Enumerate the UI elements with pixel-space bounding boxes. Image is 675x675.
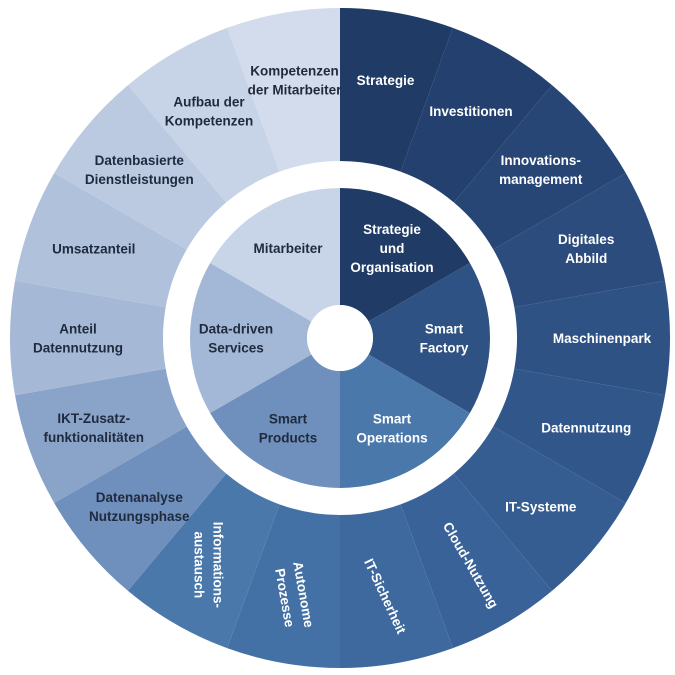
outer-segment-label-line: Informations- (211, 522, 226, 608)
outer-segment-label: Strategie (357, 73, 415, 88)
outer-segment (9, 280, 166, 396)
inner-segment-label-line: Smart (425, 322, 464, 337)
outer-segment-label-line: Investitionen (429, 104, 512, 119)
inner-segment-label-line: Data-driven (199, 322, 273, 337)
outer-segment (453, 85, 626, 250)
outer-segment-label-line: Maschinenpark (553, 331, 652, 346)
outer-segment-label: Kompetenzen der Mitarbeiter (248, 63, 343, 97)
outer-segment (15, 173, 187, 308)
outer-segment-label-line: Strategie (357, 73, 415, 88)
outer-segment (54, 85, 227, 250)
outer-segment-label-line: IKT-Zusatz- (57, 411, 130, 426)
outer-segment-label-line: Aufbau der (173, 95, 245, 110)
outer-segment (340, 8, 453, 172)
inner-segment-label-line: und (380, 241, 405, 256)
inner-segment-label: Mitarbeiter (253, 241, 323, 256)
outer-segment (453, 426, 626, 591)
inner-segment (340, 188, 470, 322)
outer-segment-label-line: Abbild (565, 251, 607, 266)
outer-segment-label: Maschinenpark (553, 331, 652, 346)
outer-segment-label: Innovations-management (499, 153, 583, 187)
inner-segment (368, 263, 490, 413)
outer-segment-label-line: Datenanalyse (96, 490, 184, 505)
inner-segment (210, 354, 340, 488)
inner-segment-label-line: Operations (356, 431, 427, 446)
inner-segment-label-line: Smart (269, 412, 308, 427)
outer-segment-label-line: Datennutzung (33, 341, 123, 356)
outer-segment (227, 504, 340, 668)
outer-segment-label-line: Datenbasierte (95, 153, 185, 168)
inner-segment-label-line: Strategie (363, 222, 421, 237)
outer-segment-label-line: der Mitarbeiter (248, 82, 343, 97)
outer-segment-label: Datennutzung (541, 421, 631, 436)
outer-segment (340, 504, 453, 668)
outer-segment (15, 368, 187, 503)
outer-segment-label-line: management (499, 172, 583, 187)
outer-segment-label-line: Anteil (59, 322, 97, 337)
inner-segment-label-line: Organisation (350, 260, 433, 275)
outer-ring: StrategieInvestitionenInnovations-manage… (9, 8, 670, 668)
inner-segment (190, 263, 312, 413)
outer-segment (400, 27, 553, 203)
outer-segment (493, 368, 665, 503)
outer-segment (127, 473, 280, 649)
outer-segment-label: Investitionen (429, 104, 512, 119)
outer-segment-label-line: Datennutzung (541, 421, 631, 436)
outer-segment (514, 280, 670, 396)
outer-segment-label-line: funktionalitäten (44, 430, 145, 445)
outer-segment (493, 173, 665, 308)
outer-segment-label-line: IT-Systeme (505, 499, 577, 514)
outer-segment (54, 426, 227, 591)
outer-segment-label-line: Digitales (558, 232, 614, 247)
inner-segment (340, 354, 470, 488)
outer-segment (227, 8, 340, 172)
outer-segment-label: IKT-Zusatz-funktionalitäten (44, 411, 145, 445)
center-hole (307, 305, 373, 371)
outer-segment-label-line: Innovations- (501, 153, 581, 168)
outer-segment-label-line: austausch (192, 532, 207, 599)
inner-segment-label-line: Smart (373, 412, 412, 427)
outer-segment-label-line: Kompetenzen (250, 63, 339, 78)
outer-segment (127, 27, 280, 203)
outer-segment-label-line: Kompetenzen (165, 114, 254, 129)
inner-segment (210, 188, 340, 322)
inner-segment-label-line: Services (208, 341, 264, 356)
inner-segment-label-line: Mitarbeiter (253, 241, 323, 256)
outer-segment-label-line: Nutzungsphase (89, 509, 190, 524)
outer-segment-label-line: Umsatzanteil (52, 241, 135, 256)
inner-segment-label-line: Products (259, 431, 318, 446)
outer-segment-label: Umsatzanteil (52, 241, 135, 256)
outer-segment-label-line: Dienstleistungen (85, 172, 194, 187)
outer-segment-label: IT-Systeme (505, 499, 577, 514)
inner-segment-label-line: Factory (420, 341, 469, 356)
outer-segment-label: Informations-austausch (192, 522, 226, 608)
outer-segment (400, 473, 553, 649)
